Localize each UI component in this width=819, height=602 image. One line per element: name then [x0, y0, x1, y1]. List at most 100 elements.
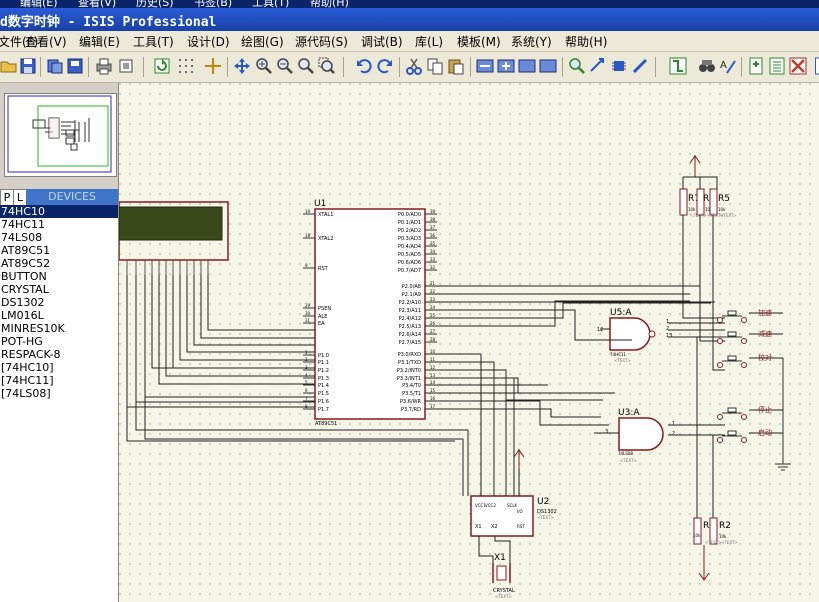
u1-pin-label: P3.3/INT1	[397, 376, 421, 382]
crystal-x1[interactable]: X1 CRYSTAL <TEXT>	[492, 553, 515, 599]
menu-system[interactable]: 系统(Y)	[511, 35, 552, 49]
block-rotate-icon[interactable]	[518, 57, 536, 75]
menu-file[interactable]: 文件(F)	[0, 35, 39, 49]
device-item[interactable]: [74HC11]	[1, 374, 54, 387]
zoom-all-icon[interactable]	[297, 57, 315, 75]
push-button[interactable]: 停止	[717, 405, 773, 420]
push-button[interactable]: 启动	[717, 428, 773, 443]
zoom-in-icon[interactable]	[255, 57, 273, 75]
u1-pin-label: P0.3/AD3	[398, 236, 421, 242]
device-item[interactable]: BUTTON	[1, 270, 47, 283]
mcu-u1[interactable]: U1 AT89C51 XTAL119XTAL218RST9PSEN29ALE30…	[303, 199, 437, 427]
lcd-lm016l[interactable]	[119, 201, 229, 275]
menu-graph[interactable]: 绘图(G)	[241, 35, 284, 49]
grid-icon[interactable]	[177, 57, 195, 75]
u1-pin-label: P2.4/A12	[399, 316, 421, 322]
u1-pin-label: P3.2/INT0	[397, 368, 421, 374]
zoom-area-icon[interactable]	[318, 57, 336, 75]
device-item[interactable]: AT89C52	[1, 257, 51, 270]
export-icon[interactable]	[66, 57, 84, 75]
device-item[interactable]: CRYSTAL	[1, 283, 49, 296]
wire-autoroute-icon[interactable]	[669, 57, 687, 75]
tab-pick[interactable]: P	[0, 189, 14, 206]
menu-template[interactable]: 模板(M)	[457, 35, 501, 49]
menu-tools[interactable]: 工具(T)	[133, 35, 174, 49]
power-terminal-u2[interactable]	[513, 449, 525, 469]
block-delete-icon[interactable]	[539, 57, 557, 75]
block-move-icon[interactable]	[497, 57, 515, 75]
refresh-icon[interactable]	[153, 57, 171, 75]
ares-icon[interactable]	[810, 57, 819, 75]
u1-pin-label: P1.0	[318, 353, 329, 359]
undo-icon[interactable]	[355, 57, 373, 75]
r5-text: <TEXT>	[720, 213, 737, 218]
u1-pin-label: P1.4	[318, 383, 329, 389]
u1-pin-number: 16	[430, 396, 436, 401]
save-icon[interactable]	[19, 57, 37, 75]
copy-icon[interactable]	[426, 57, 444, 75]
netlist-icon[interactable]	[747, 57, 765, 75]
menu-view[interactable]: 查看(V)	[25, 35, 67, 49]
area-icon[interactable]	[117, 57, 135, 75]
origin-icon[interactable]	[204, 57, 222, 75]
gate-u5a[interactable]: U5:A 74HC11 <TEXT> 1 2 13 12	[597, 308, 672, 363]
redo-icon[interactable]	[376, 57, 394, 75]
property-icon[interactable]: A	[719, 57, 737, 75]
erc-icon[interactable]	[789, 57, 807, 75]
overview-window[interactable]	[4, 93, 117, 177]
u1-pin-number: 15	[430, 388, 436, 393]
zoom-out-icon[interactable]	[276, 57, 294, 75]
device-item[interactable]: RESPACK-8	[1, 348, 61, 361]
make-device-icon[interactable]	[589, 57, 607, 75]
device-item[interactable]: [74LS08]	[1, 387, 51, 400]
device-item[interactable]: 74LS08	[1, 231, 43, 244]
menu-debug[interactable]: 调试(B)	[361, 35, 403, 49]
import-icon[interactable]	[46, 57, 64, 75]
bom-icon[interactable]	[768, 57, 786, 75]
device-item[interactable]: MINRES10K	[1, 322, 65, 335]
rtc-u2[interactable]: U2 DS1302 <TEXT> X1 X2 VCC1 VCC2 SCLK I/…	[470, 495, 557, 537]
cut-icon[interactable]	[405, 57, 423, 75]
wires	[126, 176, 783, 563]
ground-terminal-bottom[interactable]	[698, 545, 710, 581]
push-button-label: 校对	[758, 353, 772, 362]
push-button[interactable]: 校对	[717, 353, 773, 368]
device-item[interactable]: POT-HG	[1, 335, 43, 348]
u1-pin-label: P2.3/A11	[399, 308, 421, 314]
device-item[interactable]: [74HC10]	[1, 361, 54, 374]
devices-header: DEVICES	[26, 189, 118, 205]
u1-pin-label: P1.2	[318, 368, 329, 374]
menu-edit[interactable]: 编辑(E)	[79, 35, 120, 49]
u1-pin-number: 14	[430, 380, 436, 385]
device-item[interactable]: DS1302	[1, 296, 45, 309]
device-item[interactable]: 74HC10	[0, 205, 118, 218]
u1-pin-number: 7	[305, 396, 308, 401]
device-item[interactable]: 74HC11	[1, 218, 45, 231]
paste-icon[interactable]	[447, 57, 465, 75]
decompose-icon[interactable]	[631, 57, 649, 75]
pan-icon[interactable]	[233, 57, 251, 75]
block-copy-icon[interactable]	[476, 57, 494, 75]
device-item[interactable]: LM016L	[1, 309, 44, 322]
menu-library[interactable]: 库(L)	[415, 35, 444, 49]
gate-u3a[interactable]: U3:A 74LS08 <TEXT> 1 2 3	[605, 408, 675, 463]
push-button-label: 减速	[758, 329, 772, 338]
menu-help[interactable]: 帮助(H)	[565, 35, 608, 49]
push-button[interactable]: 减速	[717, 329, 773, 344]
toolbar-separator	[399, 57, 400, 77]
search-icon[interactable]	[698, 57, 716, 75]
push-button[interactable]: 加速	[717, 308, 773, 323]
print-icon[interactable]	[95, 57, 113, 75]
power-terminal-top[interactable]	[689, 155, 701, 177]
ground-terminal[interactable]	[775, 358, 791, 471]
pack-icon[interactable]	[610, 57, 628, 75]
menu-design[interactable]: 设计(D)	[187, 35, 230, 49]
menu-source[interactable]: 源代码(S)	[295, 35, 348, 49]
open-icon[interactable]	[0, 57, 18, 75]
u1-pin-number: 34	[430, 249, 436, 254]
pick-icon[interactable]	[568, 57, 586, 75]
device-item[interactable]: AT89C51	[1, 244, 51, 257]
tab-library[interactable]: L	[13, 189, 27, 206]
